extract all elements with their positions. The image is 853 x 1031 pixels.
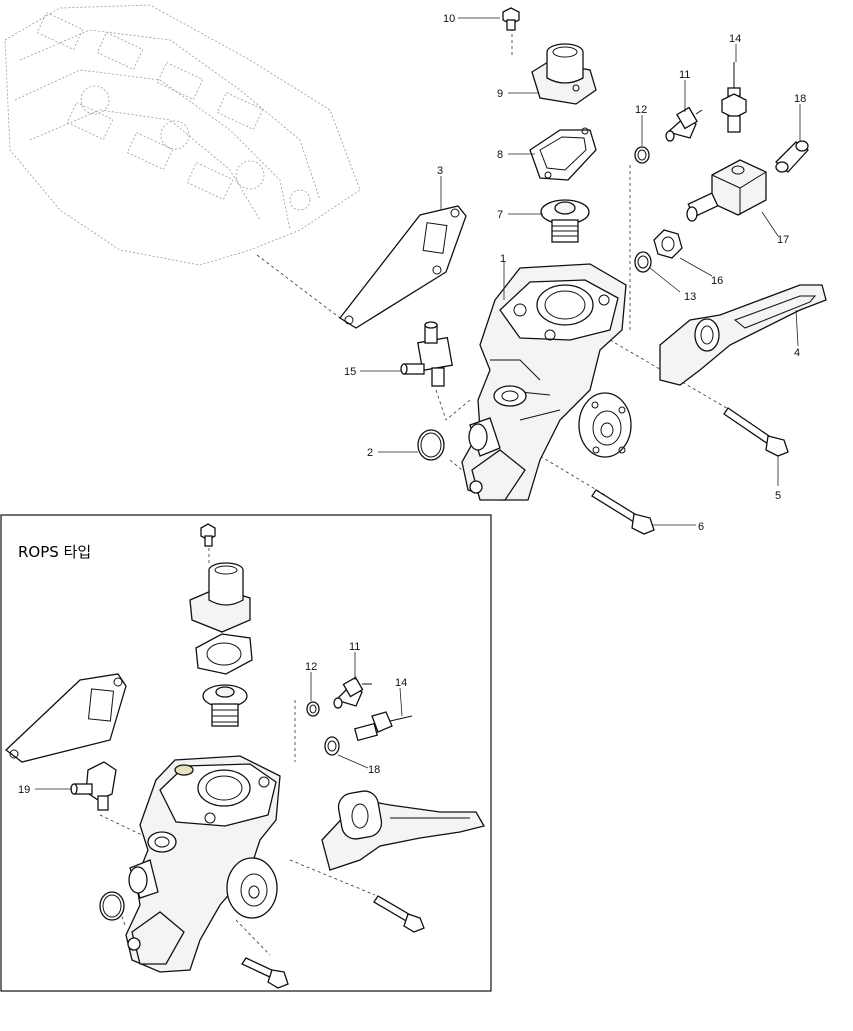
callout-labels: 10 9 8 7 3 1 15 2 14 11 12 18 17 16 13 4… — [344, 13, 806, 533]
part-5-bolt — [723, 407, 789, 457]
inset-callout-12: 12 — [305, 661, 317, 673]
callout-1: 1 — [500, 253, 506, 265]
callout-15: 15 — [344, 366, 356, 378]
callout-8: 8 — [497, 149, 503, 161]
engine-block-ghost — [4, 4, 361, 266]
part-3-gasket — [339, 205, 467, 329]
inset-callout-18: 18 — [368, 764, 380, 776]
part-16-nut — [653, 229, 683, 259]
callout-6: 6 — [698, 521, 704, 533]
callout-17: 17 — [777, 234, 789, 246]
part-17-tee-fitting — [686, 159, 767, 222]
callout-leaders — [360, 17, 801, 526]
part-15-elbow-fitting — [400, 321, 453, 387]
part-6-bolt — [591, 489, 655, 535]
inset-callout-19: 19 — [18, 784, 30, 796]
inset-callout-14: 14 — [395, 677, 407, 689]
alignment-lines — [256, 22, 731, 496]
part-4-adjusting-bracket — [659, 284, 827, 386]
callout-2: 2 — [367, 447, 373, 459]
callout-10: 10 — [443, 13, 455, 25]
part-11-temp-sender — [665, 106, 703, 142]
callout-7: 7 — [497, 209, 503, 221]
callout-4: 4 — [794, 347, 800, 359]
part-10-bolt — [502, 7, 520, 31]
inset-callout-11: 11 — [349, 641, 360, 653]
callout-18: 18 — [794, 93, 806, 105]
callout-13: 13 — [684, 291, 696, 303]
part-9-thermostat-cover — [531, 43, 597, 105]
part-8-gasket — [529, 127, 597, 181]
callout-9: 9 — [497, 88, 503, 100]
callout-3: 3 — [437, 165, 443, 177]
part-7-thermostat — [540, 199, 590, 243]
part-13-washer — [634, 251, 652, 273]
part-18-nipple — [775, 140, 809, 173]
part-14-temp-switch — [721, 62, 747, 133]
rops-inset-panel: ROPS 타입 — [0, 514, 492, 992]
inset-title: ROPS 타입 — [18, 543, 91, 561]
inset-alignment-lines — [99, 548, 376, 956]
callout-16: 16 — [711, 275, 723, 287]
callout-5: 5 — [775, 490, 781, 502]
part-12-washer — [634, 146, 650, 164]
callout-14: 14 — [729, 33, 741, 45]
callout-12: 12 — [635, 104, 647, 116]
part-2-o-ring — [417, 429, 445, 461]
callout-11: 11 — [679, 69, 690, 81]
part-1-water-pump-housing — [461, 263, 632, 501]
